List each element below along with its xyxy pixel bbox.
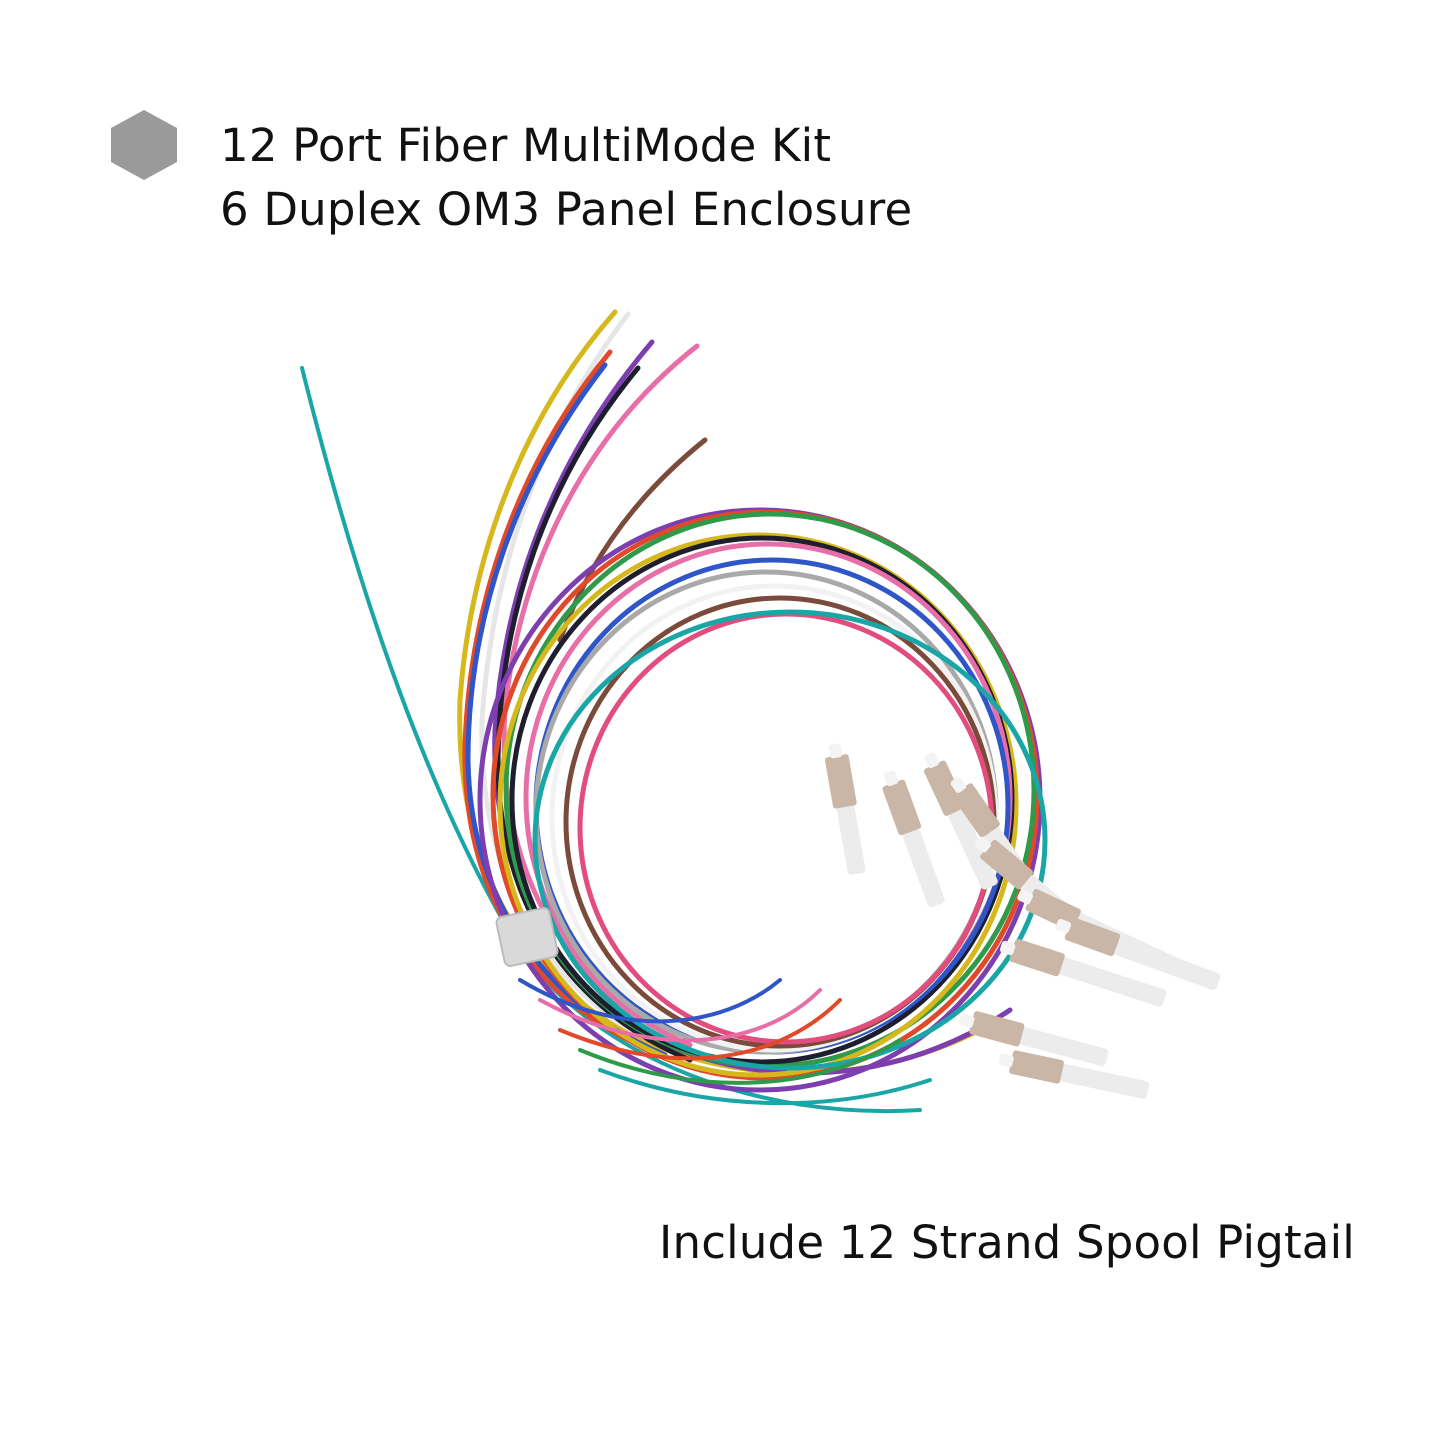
fiber-strand-red <box>462 349 653 1053</box>
lc-connector <box>882 770 945 908</box>
fiber-strand-purple <box>492 339 1013 1076</box>
lc-connector <box>824 743 866 875</box>
fiber-to-connector <box>558 998 842 1061</box>
hexagon-icon <box>111 110 177 180</box>
lc-connector <box>959 1011 1109 1067</box>
lc-connector-cluster <box>824 743 1221 1099</box>
tape-band <box>495 907 559 967</box>
title-line-2: 6 Duplex OM3 Panel Enclosure <box>220 183 913 236</box>
fiber-coil-loop <box>533 569 999 1055</box>
caption: Include 12 Strand Spool Pigtail <box>659 1216 1355 1269</box>
fiber-coil-loop <box>532 609 1048 1071</box>
lc-connector <box>1055 917 1221 990</box>
fiber-to-connector <box>538 988 822 1043</box>
fiber-to-connector <box>598 1068 932 1106</box>
fiber-strand-brown <box>557 437 708 643</box>
title-line-1: 12 Port Fiber MultiMode Kit <box>220 119 832 172</box>
lc-connector <box>998 1050 1150 1099</box>
fiber-to-connector <box>578 1038 902 1085</box>
fiber-coil-loop <box>577 611 995 1045</box>
fiber-strand-blue <box>465 362 668 1058</box>
fiber-to-connector <box>518 978 782 1024</box>
lc-connector <box>999 938 1167 1007</box>
fiber-coil-loop <box>497 532 1019 1078</box>
lc-connector <box>923 752 998 890</box>
